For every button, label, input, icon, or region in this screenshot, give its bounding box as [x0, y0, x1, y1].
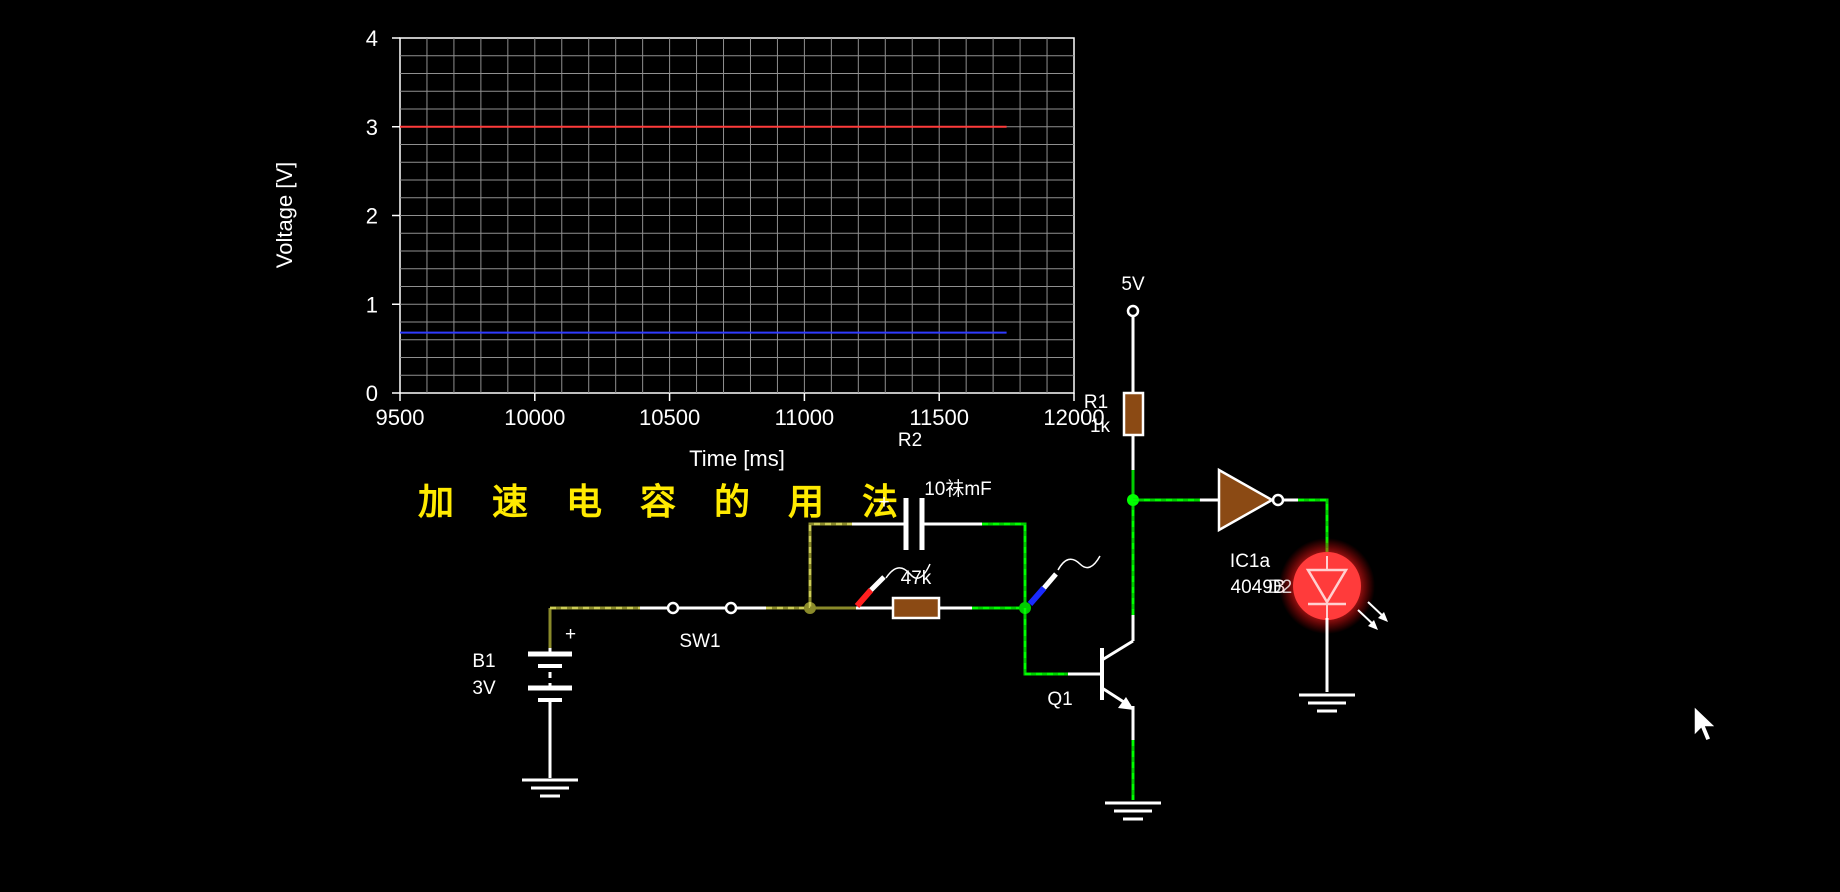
- inverter-value: 4049B: [1231, 577, 1286, 598]
- resistor-r1-name: R1: [1084, 392, 1108, 413]
- y-tick-label: 0: [366, 381, 378, 406]
- capacitor-c1[interactable]: [852, 498, 982, 550]
- mouse-cursor-icon: [1693, 704, 1718, 742]
- capacitor-value: 10祙mF: [924, 478, 992, 500]
- resistor-r1-value: 1k: [1090, 416, 1111, 437]
- x-tick-label: 10500: [639, 405, 700, 430]
- chart-series: [400, 125, 1007, 334]
- switch-name: SW1: [679, 631, 720, 652]
- light-emission-icon: [1357, 601, 1388, 630]
- transistor-name: Q1: [1047, 689, 1072, 710]
- battery-name: B1: [472, 651, 495, 672]
- chart-grid: [400, 38, 1074, 393]
- led-name: D2: [1268, 577, 1292, 598]
- chart-ticks: [392, 37, 1075, 401]
- ground-transistor-icon: [1105, 801, 1161, 821]
- scope-probe-red-icon[interactable]: [854, 563, 931, 608]
- y-tick-labels: 0 1 2 3 4: [366, 26, 378, 406]
- y-tick-label: 4: [366, 26, 378, 51]
- transistor-q1[interactable]: [1068, 615, 1135, 740]
- supply-label: 5V: [1121, 274, 1145, 295]
- battery-value: 3V: [472, 678, 496, 699]
- inverter-name: IC1a: [1230, 551, 1271, 572]
- switch-sw1[interactable]: [640, 601, 766, 615]
- ground-led-icon: [1299, 693, 1355, 713]
- y-tick-label: 2: [366, 204, 378, 229]
- resistor-r1[interactable]: [1122, 316, 1145, 470]
- scope-probe-blue-icon[interactable]: [1027, 555, 1101, 606]
- x-axis-label: Time [ms]: [689, 446, 785, 471]
- x-tick-label: 11000: [775, 405, 835, 430]
- resistor-r2-name: R2: [898, 430, 922, 451]
- inverter-ic1a[interactable]: [1200, 467, 1298, 533]
- capacitor-polarity: +: [878, 492, 889, 513]
- battery-polarity: +: [565, 624, 576, 645]
- led-d2[interactable]: [1279, 538, 1388, 634]
- x-tick-label: 12000: [1043, 405, 1104, 430]
- x-tick-label: 11500: [909, 405, 969, 430]
- battery-b1[interactable]: +: [528, 608, 576, 778]
- y-tick-label: 1: [366, 292, 378, 317]
- resistor-r2[interactable]: [856, 596, 972, 620]
- x-tick-labels: 9500 10000 10500 11000 11500 12000: [376, 405, 1105, 430]
- x-tick-label: 9500: [376, 405, 425, 430]
- ground-battery-icon: [522, 778, 578, 798]
- y-tick-label: 3: [366, 115, 378, 140]
- voltage-time-chart: 9500 10000 10500 11000 11500 12000 0 1 2 3 4 Time…: [272, 26, 1105, 471]
- supply-terminal[interactable]: [1126, 304, 1140, 318]
- x-tick-label: 10000: [504, 405, 565, 430]
- y-axis-label: Voltage [V]: [272, 162, 297, 268]
- page-title: 加 速 电 容 的 用 法: [418, 481, 912, 522]
